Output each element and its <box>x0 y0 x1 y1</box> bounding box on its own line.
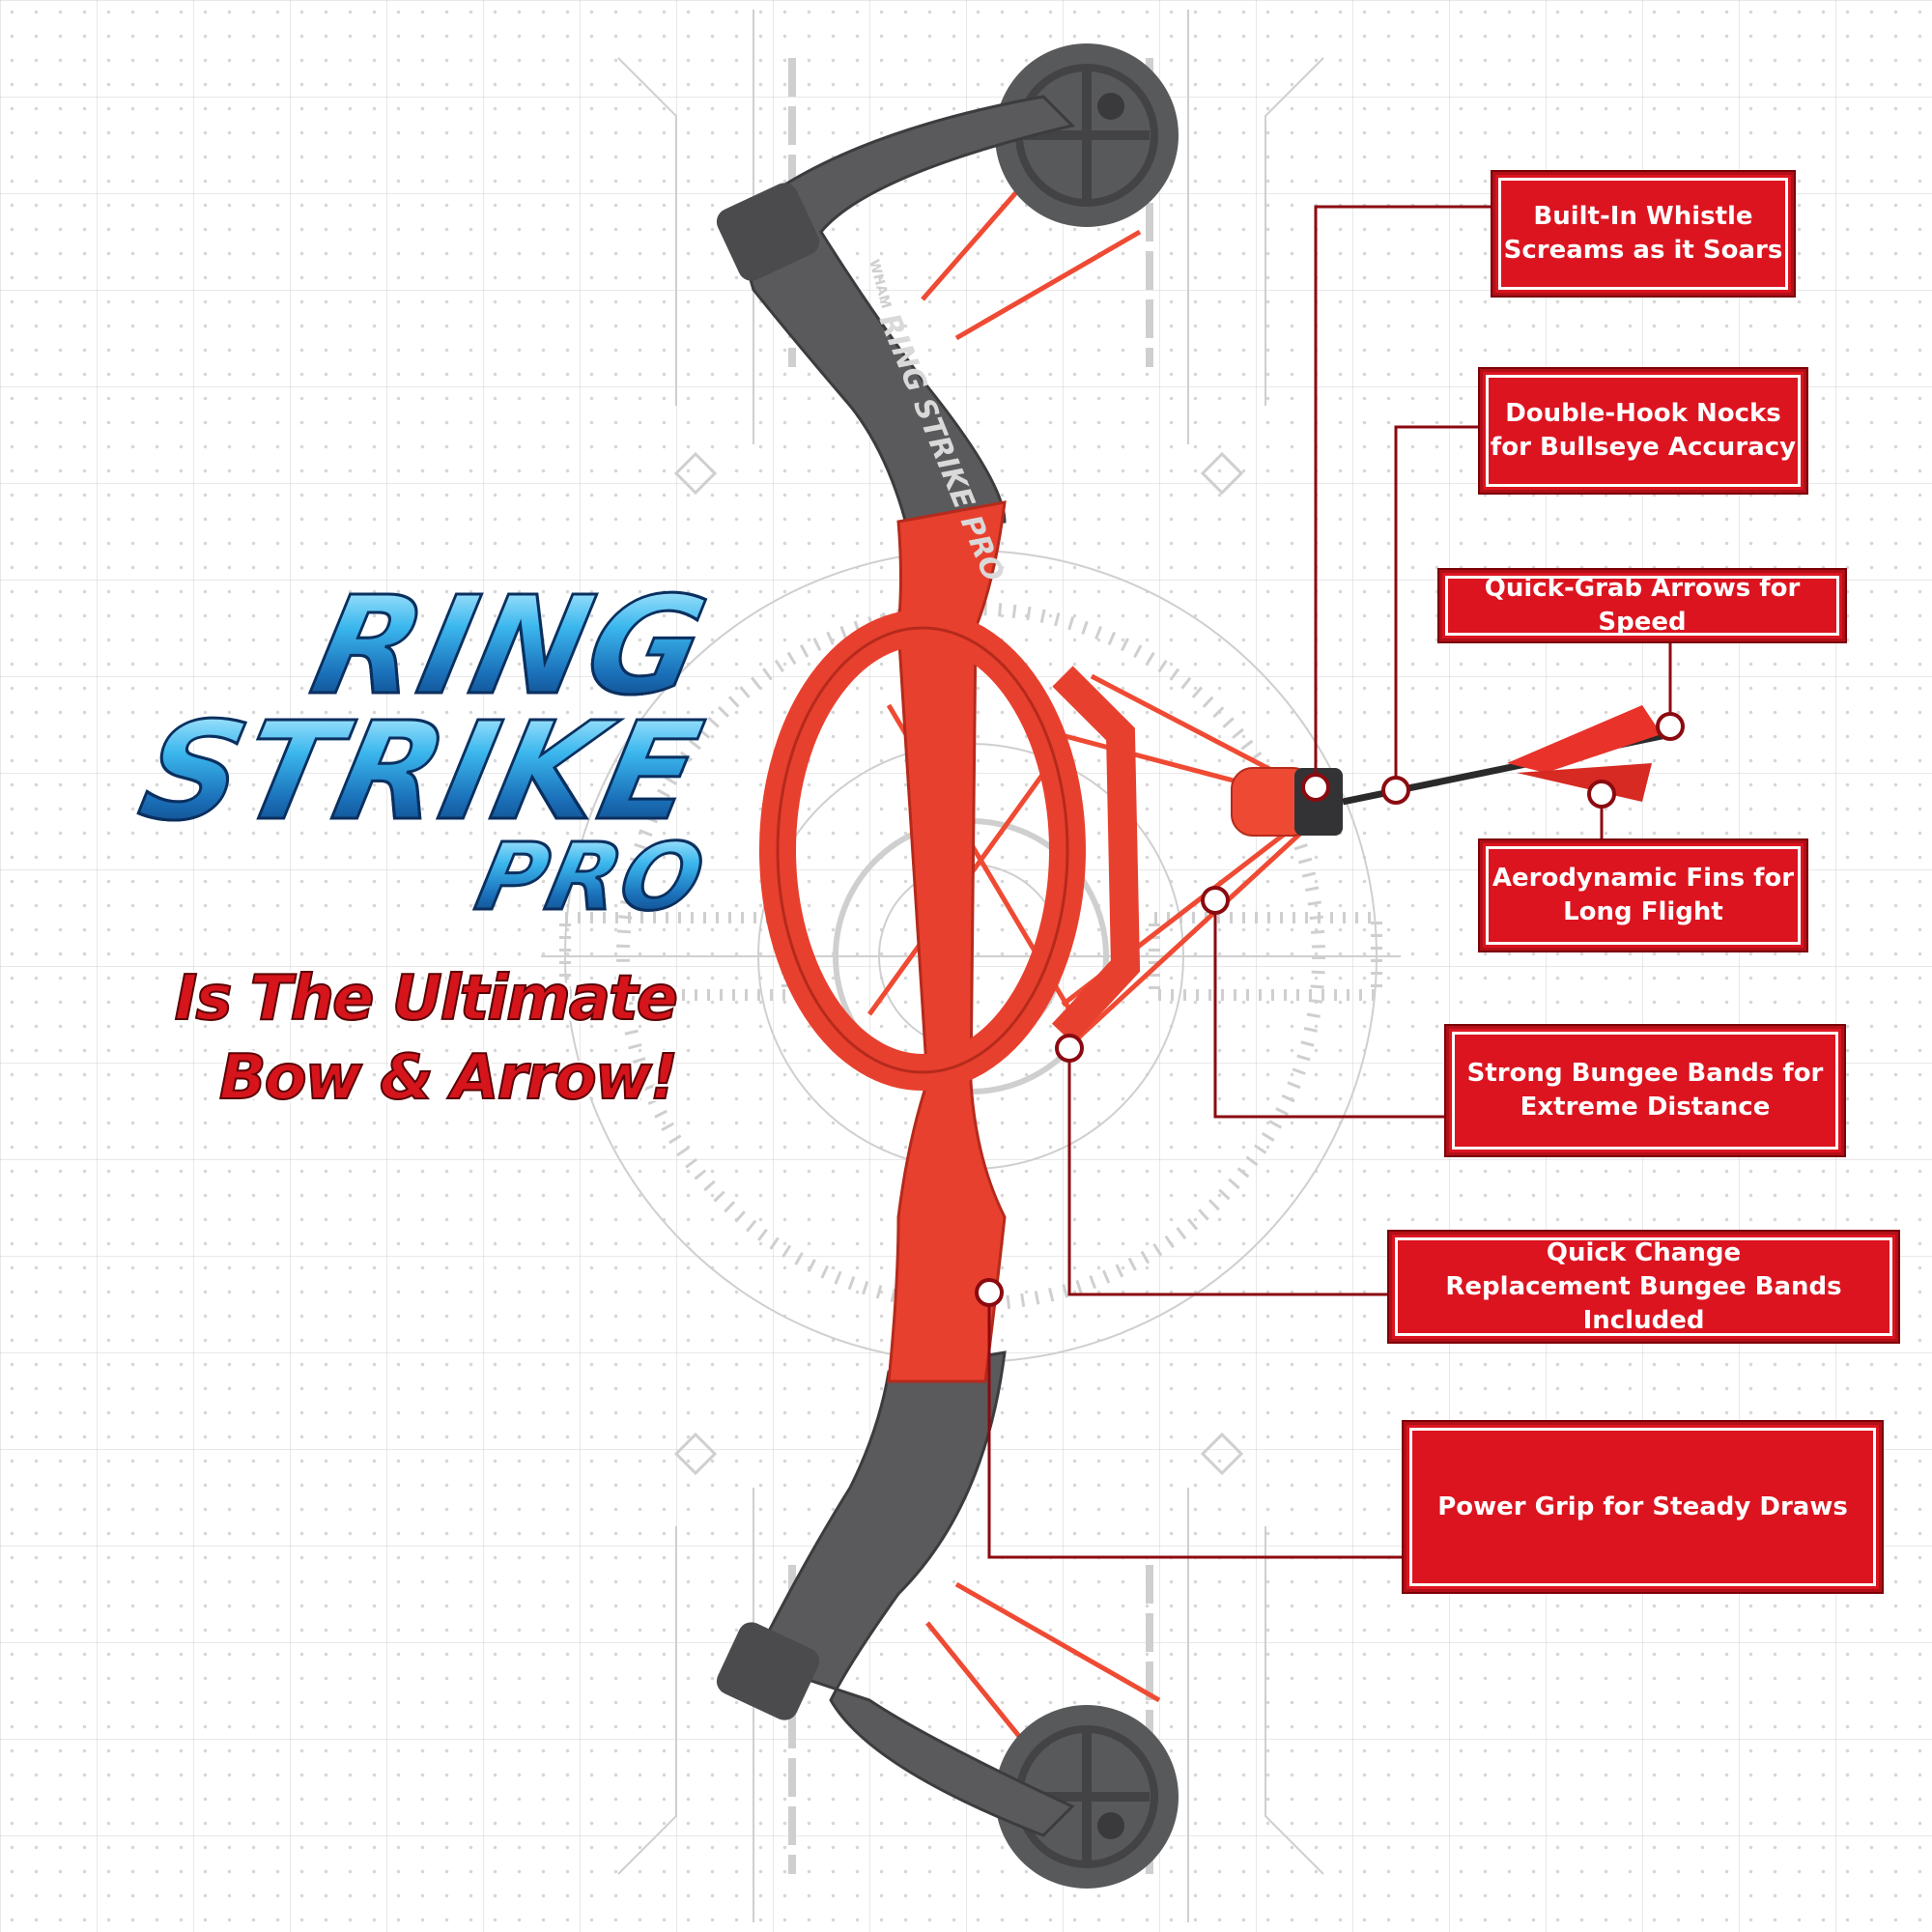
callout-strong-bungee-bands: Strong Bungee Bands for Extreme Distance <box>1446 1026 1844 1155</box>
tagline-line-1: Is The Ultimate <box>174 963 679 1035</box>
callout-text: Double-Hook Nocks for Bullseye Accuracy <box>1490 399 1797 462</box>
bottom-cam-wheel <box>995 1705 1179 1889</box>
callout-text: Strong Bungee Bands for Extreme Distance <box>1466 1059 1824 1122</box>
upper-limb <box>732 95 1075 533</box>
tagline-line-2: Bow & Arrow! <box>218 1042 679 1114</box>
top-cam-wheel <box>995 43 1179 227</box>
callout-built-in-whistle: Built-In Whistle Screams as it Soars <box>1492 172 1794 296</box>
callout-text: Quick-Grab Arrows for Speed <box>1484 574 1801 637</box>
arrow <box>1231 705 1675 837</box>
callout-text: Built-In Whistle Screams as it Soars <box>1503 202 1783 265</box>
callout-leader-lines <box>987 205 1672 1559</box>
callout-text: Aerodynamic Fins for Long Flight <box>1492 864 1795 926</box>
callout-replacement-bands: Quick Change Replacement Bungee Bands In… <box>1389 1232 1898 1342</box>
callout-text: Power Grip for Steady Draws <box>1437 1492 1848 1521</box>
callout-power-grip: Power Grip for Steady Draws <box>1404 1422 1882 1592</box>
lower-limb <box>751 1350 1075 1837</box>
callout-double-hook-nocks: Double-Hook Nocks for Bullseye Accuracy <box>1480 369 1806 493</box>
bow-brand-text: WHAM <box>866 258 894 310</box>
callout-quick-grab-arrows: Quick-Grab Arrows for Speed <box>1439 570 1845 641</box>
title-line-pro: PRO <box>467 822 717 933</box>
title-line-strike: STRIKE <box>127 693 716 853</box>
callout-target-markers <box>975 712 1685 1307</box>
callout-aerodynamic-fins: Aerodynamic Fins for Long Flight <box>1480 840 1806 951</box>
callout-text: Quick Change Replacement Bungee Bands In… <box>1445 1237 1842 1335</box>
